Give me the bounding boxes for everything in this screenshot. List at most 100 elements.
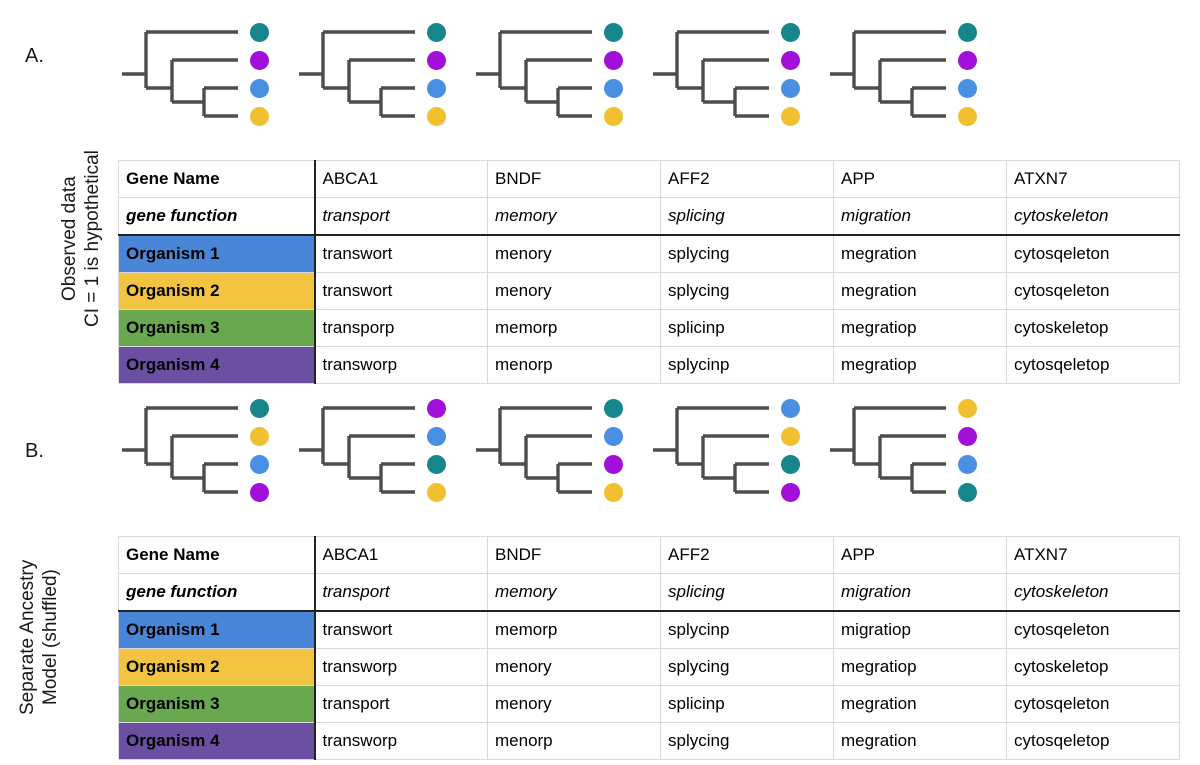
tip-dot-group [250, 12, 274, 137]
tree-app [651, 12, 836, 137]
tip-dot-blue [427, 79, 446, 98]
tip-dot-purple [604, 51, 623, 70]
tip-dot-teal [781, 23, 800, 42]
gene-function-transport: transport [313, 197, 488, 236]
cell-abca1: transporp [314, 309, 488, 347]
gene-function-splicing: splicing [660, 573, 834, 612]
column-header-bndf: BNDF [487, 160, 661, 198]
tip-dot-yellow [250, 107, 269, 126]
column-header-atxn7: ATXN7 [1006, 160, 1180, 198]
tip-dot-teal [604, 23, 623, 42]
organism-label-organism-4: Organism 4 [118, 346, 316, 384]
cell-aff2: splicinp [660, 685, 834, 723]
panel-a-tree-row [120, 12, 1195, 137]
tip-dot-group [604, 12, 628, 137]
tip-dot-blue [250, 455, 269, 474]
gene-function-memory: memory [487, 197, 661, 236]
cell-aff2: splycing [660, 272, 834, 310]
panel-a-letter: A. [25, 45, 44, 67]
tip-dot-blue [427, 427, 446, 446]
tip-dot-blue [604, 427, 623, 446]
cell-abca1: transworp [314, 346, 488, 384]
tip-dot-teal [427, 23, 446, 42]
cell-app: megration [833, 685, 1007, 723]
column-header-abca1: ABCA1 [313, 160, 488, 198]
tip-dot-purple [958, 427, 977, 446]
tip-dot-purple [250, 51, 269, 70]
cell-abca1: transwort [314, 272, 488, 310]
column-header-abca1: ABCA1 [313, 536, 488, 574]
tip-dot-purple [427, 399, 446, 418]
organism-label-organism-2: Organism 2 [118, 272, 316, 310]
row-header-gene-function: gene function [118, 573, 315, 612]
cell-abca1: transwort [314, 234, 488, 273]
cell-aff2: splycinp [660, 346, 834, 384]
tip-dot-yellow [958, 399, 977, 418]
column-header-gene-name: Gene Name [118, 536, 315, 574]
cell-app: megration [833, 722, 1007, 760]
cell-bndf: menorp [487, 346, 661, 384]
cell-aff2: splycing [660, 648, 834, 686]
panel-b-tree-row [120, 388, 1195, 513]
tree-app [651, 388, 836, 513]
cell-atxn7: cytosqeletop [1006, 722, 1180, 760]
tip-dot-blue [250, 79, 269, 98]
row-header-gene-function: gene function [118, 197, 315, 236]
cell-abca1: transport [314, 685, 488, 723]
cell-abca1: transwort [314, 610, 488, 649]
cell-app: megration [833, 272, 1007, 310]
phylogenetic-tree-svg [299, 30, 415, 118]
cell-app: migratiop [833, 610, 1007, 649]
cell-app: megratiop [833, 648, 1007, 686]
column-header-gene-name: Gene Name [118, 160, 315, 198]
cell-bndf: menory [487, 685, 661, 723]
cell-bndf: menorp [487, 722, 661, 760]
tip-dot-teal [604, 399, 623, 418]
cell-bndf: memorp [487, 610, 661, 649]
panel-b-letter: B. [25, 440, 44, 462]
organism-label-organism-1: Organism 1 [118, 610, 316, 649]
column-header-app: APP [833, 160, 1007, 198]
cell-app: megratiop [833, 309, 1007, 347]
tip-dot-group [427, 388, 451, 513]
tip-dot-purple [604, 455, 623, 474]
tip-dot-teal [427, 455, 446, 474]
cell-abca1: transworp [314, 722, 488, 760]
tip-dot-yellow [604, 483, 623, 502]
tip-dot-yellow [781, 107, 800, 126]
tree-aff2 [474, 388, 659, 513]
tip-dot-purple [427, 51, 446, 70]
phylogenetic-tree-svg [122, 406, 238, 494]
tip-dot-purple [781, 483, 800, 502]
tip-dot-purple [958, 51, 977, 70]
cell-aff2: splycing [660, 234, 834, 273]
cell-bndf: menory [487, 272, 661, 310]
organism-label-organism-4: Organism 4 [118, 722, 316, 760]
phylogenetic-tree-svg [830, 406, 946, 494]
cell-aff2: splicinp [660, 309, 834, 347]
organism-label-organism-3: Organism 3 [118, 685, 316, 723]
tip-dot-yellow [604, 107, 623, 126]
tip-dot-group [427, 12, 451, 137]
cell-atxn7: cytosqeletop [1006, 346, 1180, 384]
cell-app: megratiop [833, 346, 1007, 384]
cell-bndf: menory [487, 648, 661, 686]
phylogenetic-tree-svg [122, 30, 238, 118]
cell-bndf: menory [487, 234, 661, 273]
gene-function-cytoskeleton: cytoskeleton [1006, 573, 1180, 612]
tree-abca1 [120, 388, 305, 513]
phylogenetic-tree-svg [653, 406, 769, 494]
cell-aff2: splycinp [660, 610, 834, 649]
tip-dot-blue [958, 455, 977, 474]
